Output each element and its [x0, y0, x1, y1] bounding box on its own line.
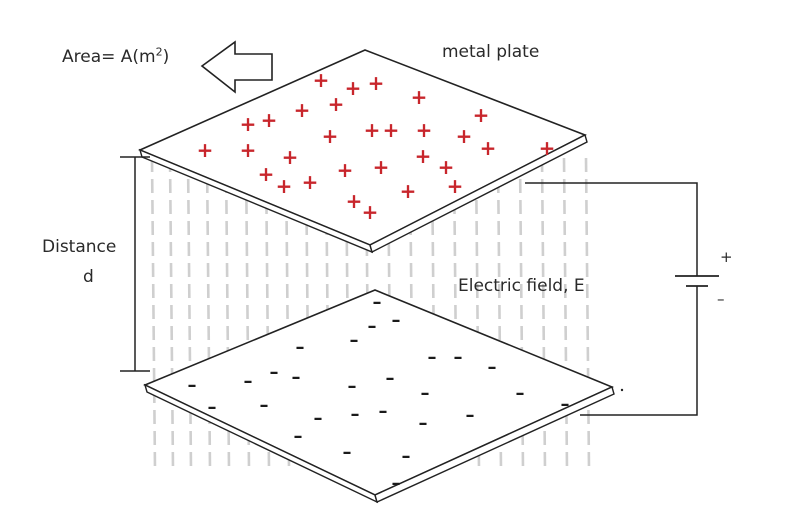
negative-charge: – [488, 357, 497, 378]
positive-charge: + [415, 144, 432, 168]
positive-charge: + [447, 174, 464, 198]
battery-icon [675, 275, 719, 287]
negative-charge: – [244, 371, 253, 392]
negative-charge: – [270, 362, 279, 383]
positive-charge: + [480, 136, 497, 160]
positive-charge: + [240, 138, 257, 162]
negative-charge: – [516, 383, 525, 404]
arrow-left-icon [200, 40, 273, 94]
negative-charge: – [419, 413, 428, 434]
metal-plate-label: metal plate [442, 42, 540, 62]
negative-charge: – [379, 401, 388, 422]
negative-charge: – [294, 426, 303, 447]
negative-charges: –––––––––––––––––––––––––––– [188, 292, 570, 494]
positive-charge: + [368, 71, 385, 95]
positive-charge: + [337, 158, 354, 182]
positive-charge: + [400, 179, 417, 203]
negative-charge: – [260, 395, 269, 416]
positive-charge: + [438, 155, 455, 179]
field-line [562, 157, 569, 471]
field-line [150, 157, 157, 471]
terminal-dot [620, 388, 624, 392]
battery-negative-terminal: – [717, 290, 725, 308]
negative-charge: – [373, 292, 382, 313]
positive-charge: + [411, 85, 428, 109]
positive-charge: + [539, 136, 556, 160]
negative-charge: – [350, 330, 359, 351]
electric-field-label: Electric field, E [458, 276, 585, 296]
distance-label: Distance [42, 237, 117, 257]
negative-charge: – [292, 367, 301, 388]
negative-charge: – [402, 446, 411, 467]
negative-charge: – [296, 337, 305, 358]
positive-charge: + [456, 124, 473, 148]
field-line [205, 157, 212, 471]
positive-charge: + [473, 103, 490, 127]
positive-charge: + [261, 108, 278, 132]
positive-charge: + [313, 68, 330, 92]
negative-charge: – [386, 368, 395, 389]
area-label: Area= A(m2) [62, 45, 170, 67]
distance-bracket [120, 156, 150, 372]
negative-charge: – [466, 405, 475, 426]
positive-charge: + [362, 200, 379, 224]
positive-charge: + [276, 174, 293, 198]
positive-charge: + [322, 124, 339, 148]
negative-charge: – [561, 394, 570, 415]
circuit-wires [525, 182, 698, 416]
negative-charge: – [421, 383, 430, 404]
negative-charge: – [208, 397, 217, 418]
positive-charge: + [373, 155, 390, 179]
positive-charge: + [346, 189, 363, 213]
top-metal-plate [137, 49, 588, 254]
positive-charge: + [258, 162, 275, 186]
negative-charge: – [392, 473, 401, 494]
field-line [584, 157, 591, 471]
distance-symbol-label: d [83, 267, 94, 287]
positive-charge: + [197, 138, 214, 162]
positive-charges: ++++++++++++++++++++++++++++++ [197, 68, 556, 224]
positive-charge: + [364, 118, 381, 142]
negative-charge: – [392, 310, 401, 331]
negative-charge: – [188, 375, 197, 396]
positive-charge: + [383, 118, 400, 142]
positive-charge: + [282, 145, 299, 169]
negative-charge: – [348, 376, 357, 397]
positive-charge: + [416, 118, 433, 142]
positive-charge: + [328, 92, 345, 116]
negative-charge: – [343, 442, 352, 463]
negative-charge: – [351, 404, 360, 425]
negative-charge: – [368, 316, 377, 337]
positive-charge: + [302, 170, 319, 194]
positive-charge: + [345, 76, 362, 100]
positive-charge: + [240, 112, 257, 136]
bottom-metal-plate [143, 289, 615, 504]
positive-charge: + [294, 98, 311, 122]
field-line [168, 157, 175, 471]
negative-charge: – [428, 347, 437, 368]
field-line [186, 157, 193, 471]
negative-charge: – [314, 408, 323, 429]
negative-charge: – [454, 347, 463, 368]
battery-positive-terminal: + [720, 248, 733, 266]
